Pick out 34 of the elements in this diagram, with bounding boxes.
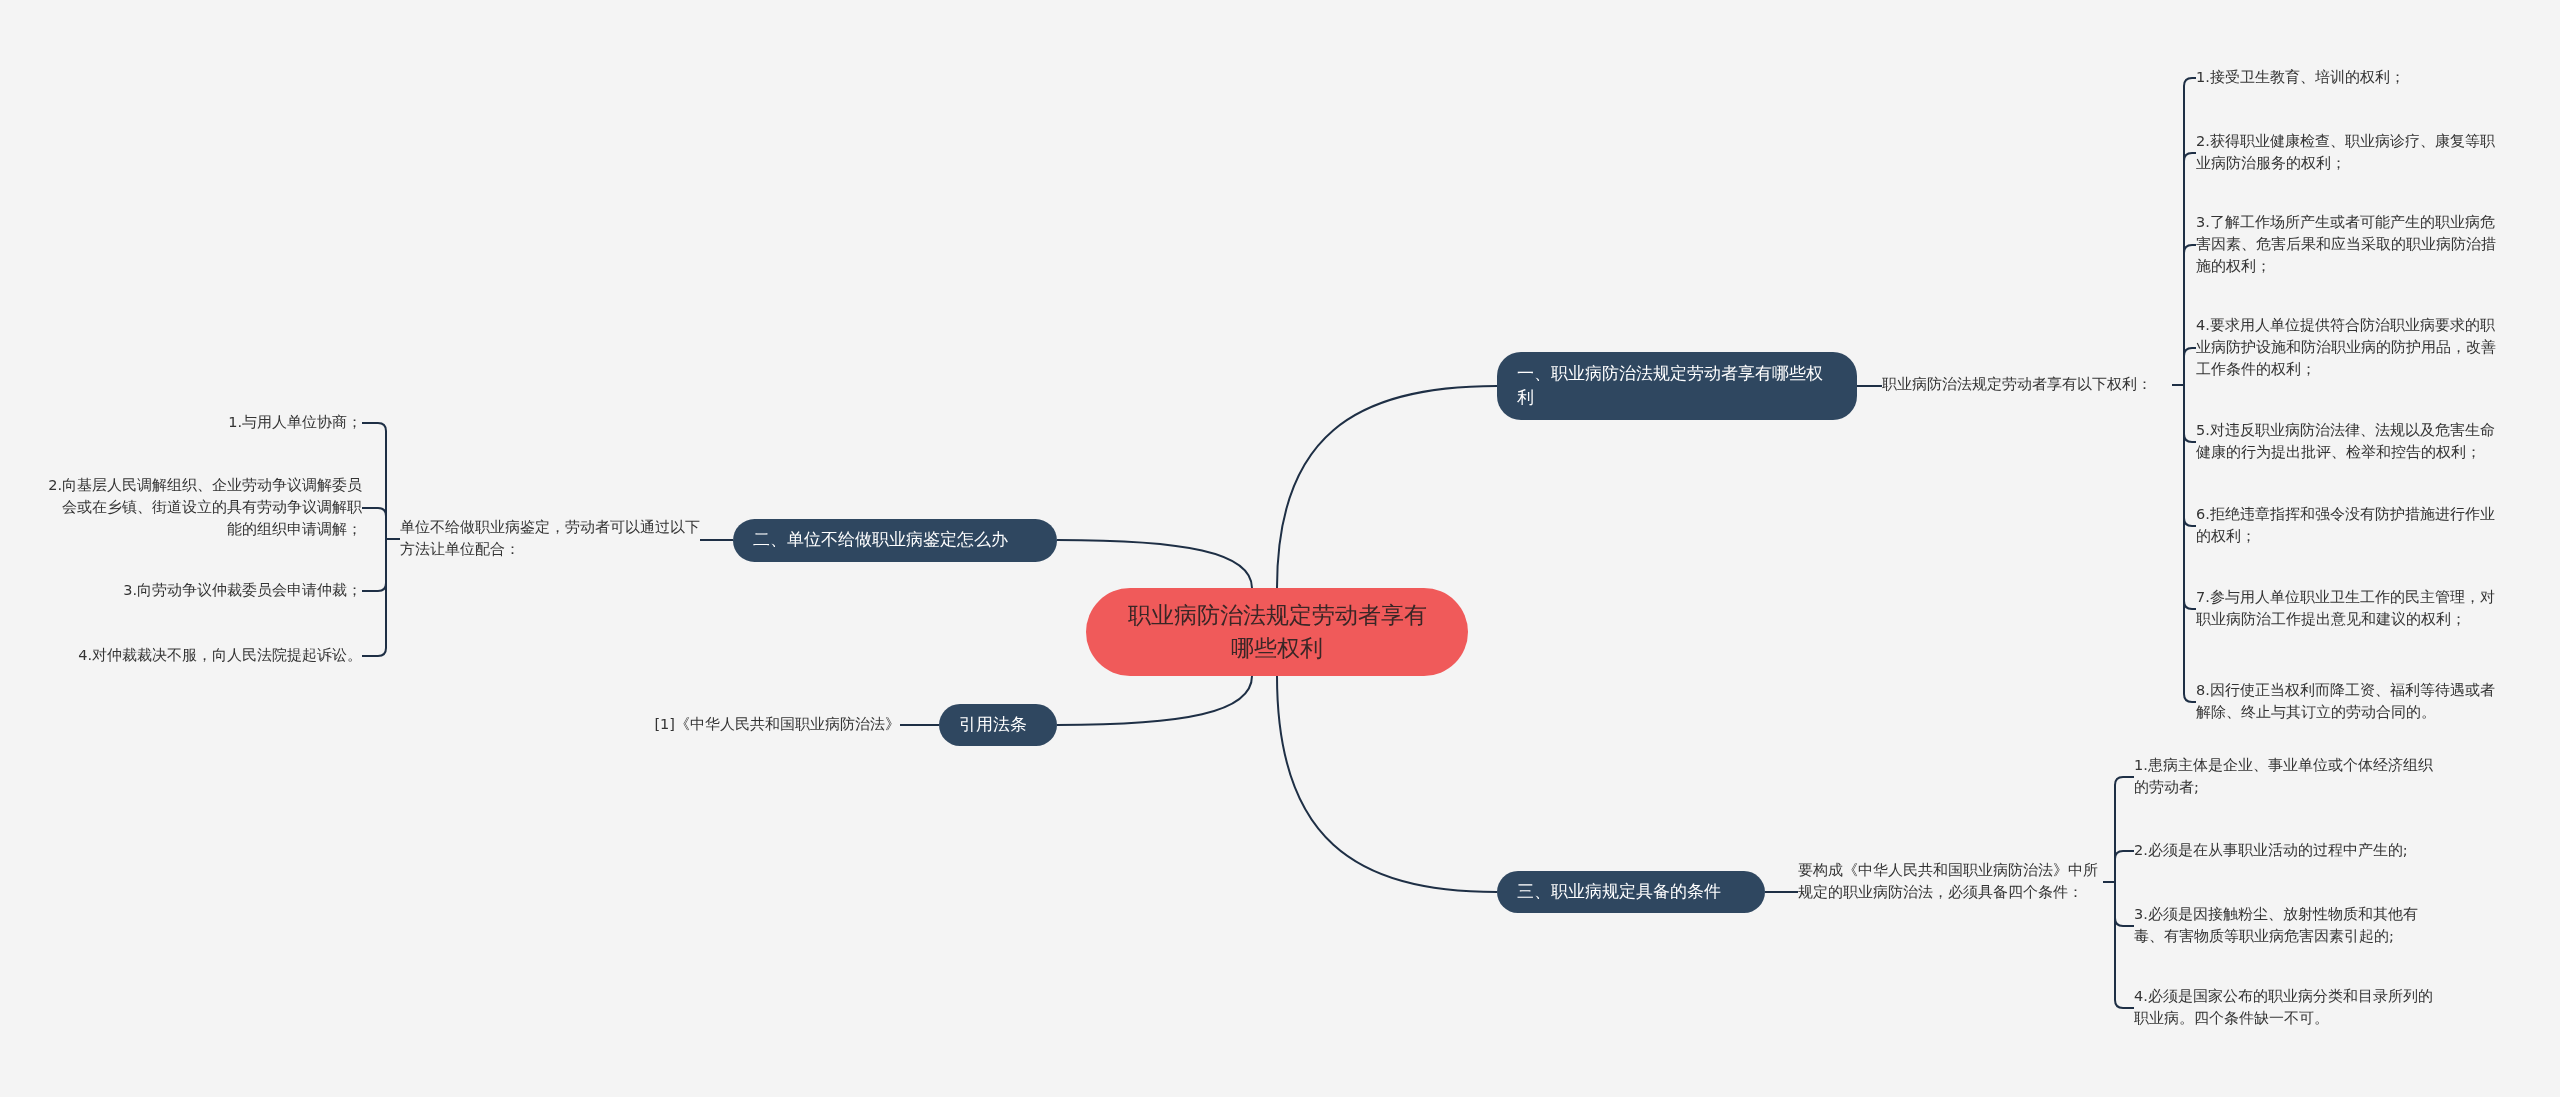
- connector: [1856, 385, 1883, 387]
- connector: [1276, 675, 1498, 893]
- topic-text: 8.因行使正当权利而降工资、福利等待遇或者解除、终止与其订立的劳动合同的。: [2196, 680, 2508, 724]
- topic-text: 2.向基层人民调解组织、企业劳动争议调解委员会或在乡镇、街道设立的具有劳动争议调解职能的组织申请调解；: [48, 475, 362, 541]
- topic-text: 4.对仲裁裁决不服，向人民法院提起诉讼。: [48, 645, 362, 667]
- topic-text: 1.接受卫生教育、培训的权利；: [2196, 67, 2508, 89]
- topic-text: 3.了解工作场所产生或者可能产生的职业病危害因素、危害后果和应当采取的职业病防治措施的权利；: [2196, 212, 2508, 278]
- connector: [1056, 539, 1253, 589]
- branch-topic: 引用法条: [939, 704, 1057, 746]
- topic-text: 5.对违反职业病防治法律、法规以及危害生命健康的行为提出批评、检举和控告的权利；: [2196, 420, 2508, 464]
- topic-text: 7.参与用人单位职业卫生工作的民主管理，对职业病防治工作提出意见和建议的权利；: [2196, 587, 2508, 631]
- topic-text: 2.获得职业健康检查、职业病诊疗、康复等职业病防治服务的权利；: [2196, 131, 2508, 175]
- topic-text: 2.必须是在从事职业活动的过程中产生的;: [2134, 840, 2446, 862]
- topic-text: 1.与用人单位协商；: [48, 412, 362, 434]
- connector: [1056, 675, 1253, 726]
- connector: [1276, 385, 1498, 589]
- connector: [699, 539, 734, 541]
- topic-text: 职业病防治法规定劳动者享有以下权利：: [1882, 374, 2172, 396]
- central-topic: 职业病防治法规定劳动者享有哪些权利: [1086, 588, 1468, 676]
- topic-text: [1]《中华人民共和国职业病防治法》: [630, 714, 900, 736]
- connector: [899, 724, 940, 726]
- topic-text: 3.必须是因接触粉尘、放射性物质和其他有毒、有害物质等职业病危害因素引起的;: [2134, 904, 2446, 948]
- topic-text: 单位不给做职业病鉴定，劳动者可以通过以下方法让单位配合：: [400, 517, 700, 561]
- branch-topic: 三、职业病规定具备的条件: [1497, 871, 1765, 913]
- topic-text: 要构成《中华人民共和国职业病防治法》中所规定的职业病防治法，必须具备四个条件：: [1798, 860, 2103, 904]
- branch-topic: 二、单位不给做职业病鉴定怎么办: [733, 518, 1057, 562]
- branch-topic: 一、职业病防治法规定劳动者享有哪些权利: [1497, 352, 1857, 420]
- topic-text: 4.必须是国家公布的职业病分类和目录所列的职业病。四个条件缺一不可。: [2134, 986, 2446, 1030]
- connector: [2171, 384, 2197, 703]
- topic-text: 3.向劳动争议仲裁委员会申请仲裁；: [48, 580, 362, 602]
- topic-text: 1.患病主体是企业、事业单位或个体经济组织的劳动者;: [2134, 755, 2446, 799]
- connector: [1764, 891, 1799, 893]
- topic-text: 4.要求用人单位提供符合防治职业病要求的职业病防护设施和防治职业病的防护用品，改善工作条件的权利；: [2196, 315, 2508, 381]
- topic-text: 6.拒绝违章指挥和强令没有防护措施进行作业的权利；: [2196, 504, 2508, 548]
